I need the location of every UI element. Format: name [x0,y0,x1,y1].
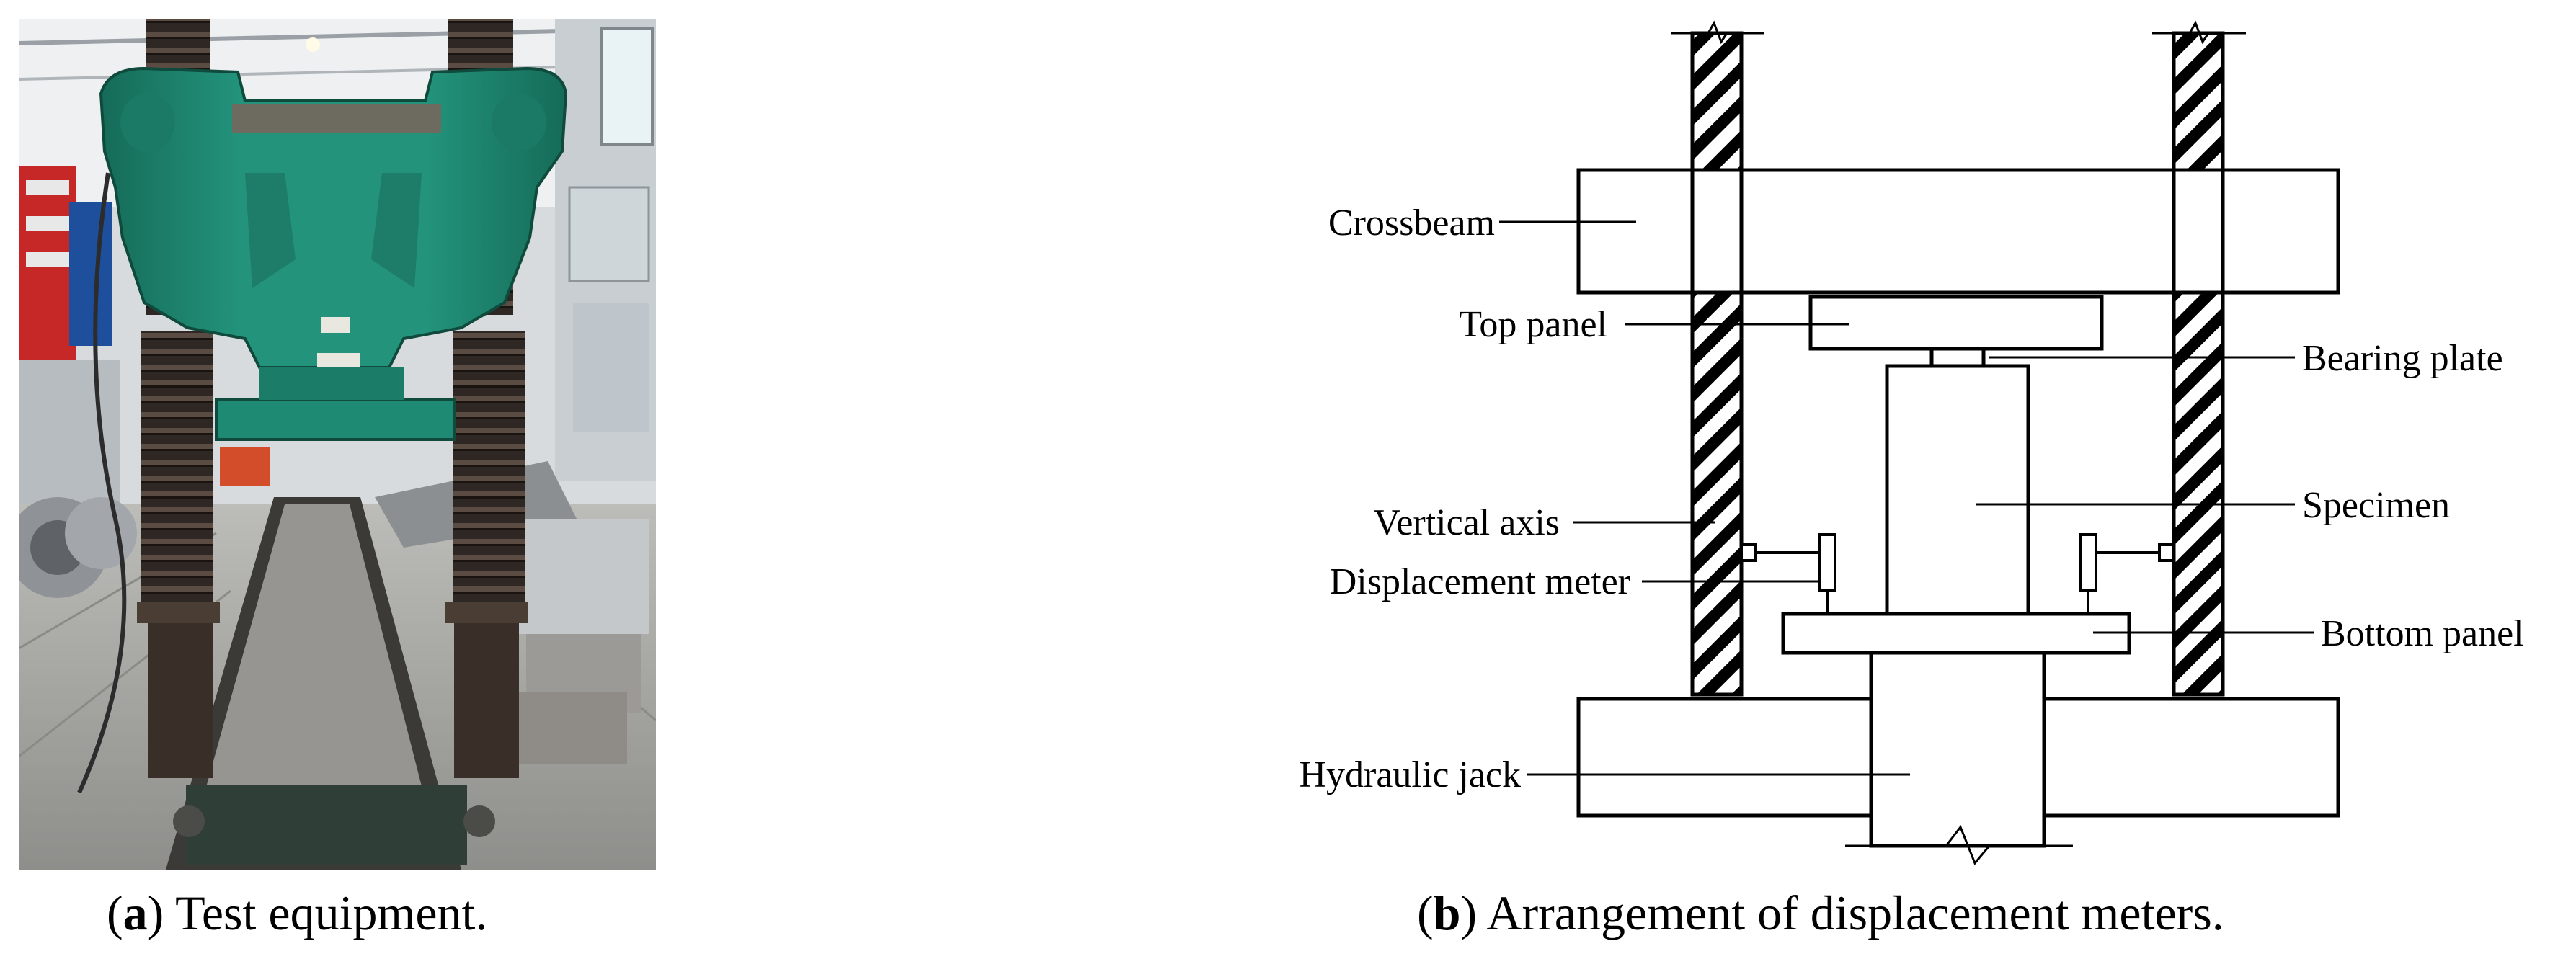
specimen [1885,364,2030,616]
caption-b-letter: b [1433,885,1461,940]
break-symbol-right [2152,20,2246,45]
break-symbol-bottom [1845,824,2073,865]
label-bearing-plate: Bearing plate [2302,338,2503,379]
base-block-left [1576,697,1873,818]
bottom-panel [1781,612,2131,655]
caption-a-text: Test equipment. [164,885,488,940]
bearing-plate [1929,347,1986,368]
displacement-meter-left [1740,533,1836,614]
label-specimen: Specimen [2302,485,2450,526]
top-panel [1808,295,2104,351]
vertical-axis-right [2172,31,2225,697]
test-equipment-photo [19,19,656,870]
crossbeam [1576,168,2340,295]
label-bottom-panel: Bottom panel [2321,613,2524,654]
caption-b-text: Arrangement of displacement meters. [1477,885,2224,940]
label-hydraulic-jack: Hydraulic jack [1299,754,1521,795]
label-top-panel: Top panel [1459,304,1607,345]
label-vertical-axis: Vertical axis [1374,502,1560,543]
break-symbol-left [1671,20,1764,45]
schematic-diagram [1499,20,2340,865]
displacement-meter-right [2079,533,2175,614]
hydraulic-jack [1869,651,2046,848]
caption-b: (b) Arrangement of displacement meters. [1417,885,2224,940]
label-displacement-meter: Displacement meter [1330,561,1630,602]
label-crossbeam: Crossbeam [1328,202,1495,244]
base-block-right [2042,697,2340,818]
leader-lines [1499,220,2314,776]
vertical-axis-left [1690,31,1744,697]
caption-a: (a) Test equipment. [107,885,488,940]
caption-a-letter: a [123,885,148,940]
